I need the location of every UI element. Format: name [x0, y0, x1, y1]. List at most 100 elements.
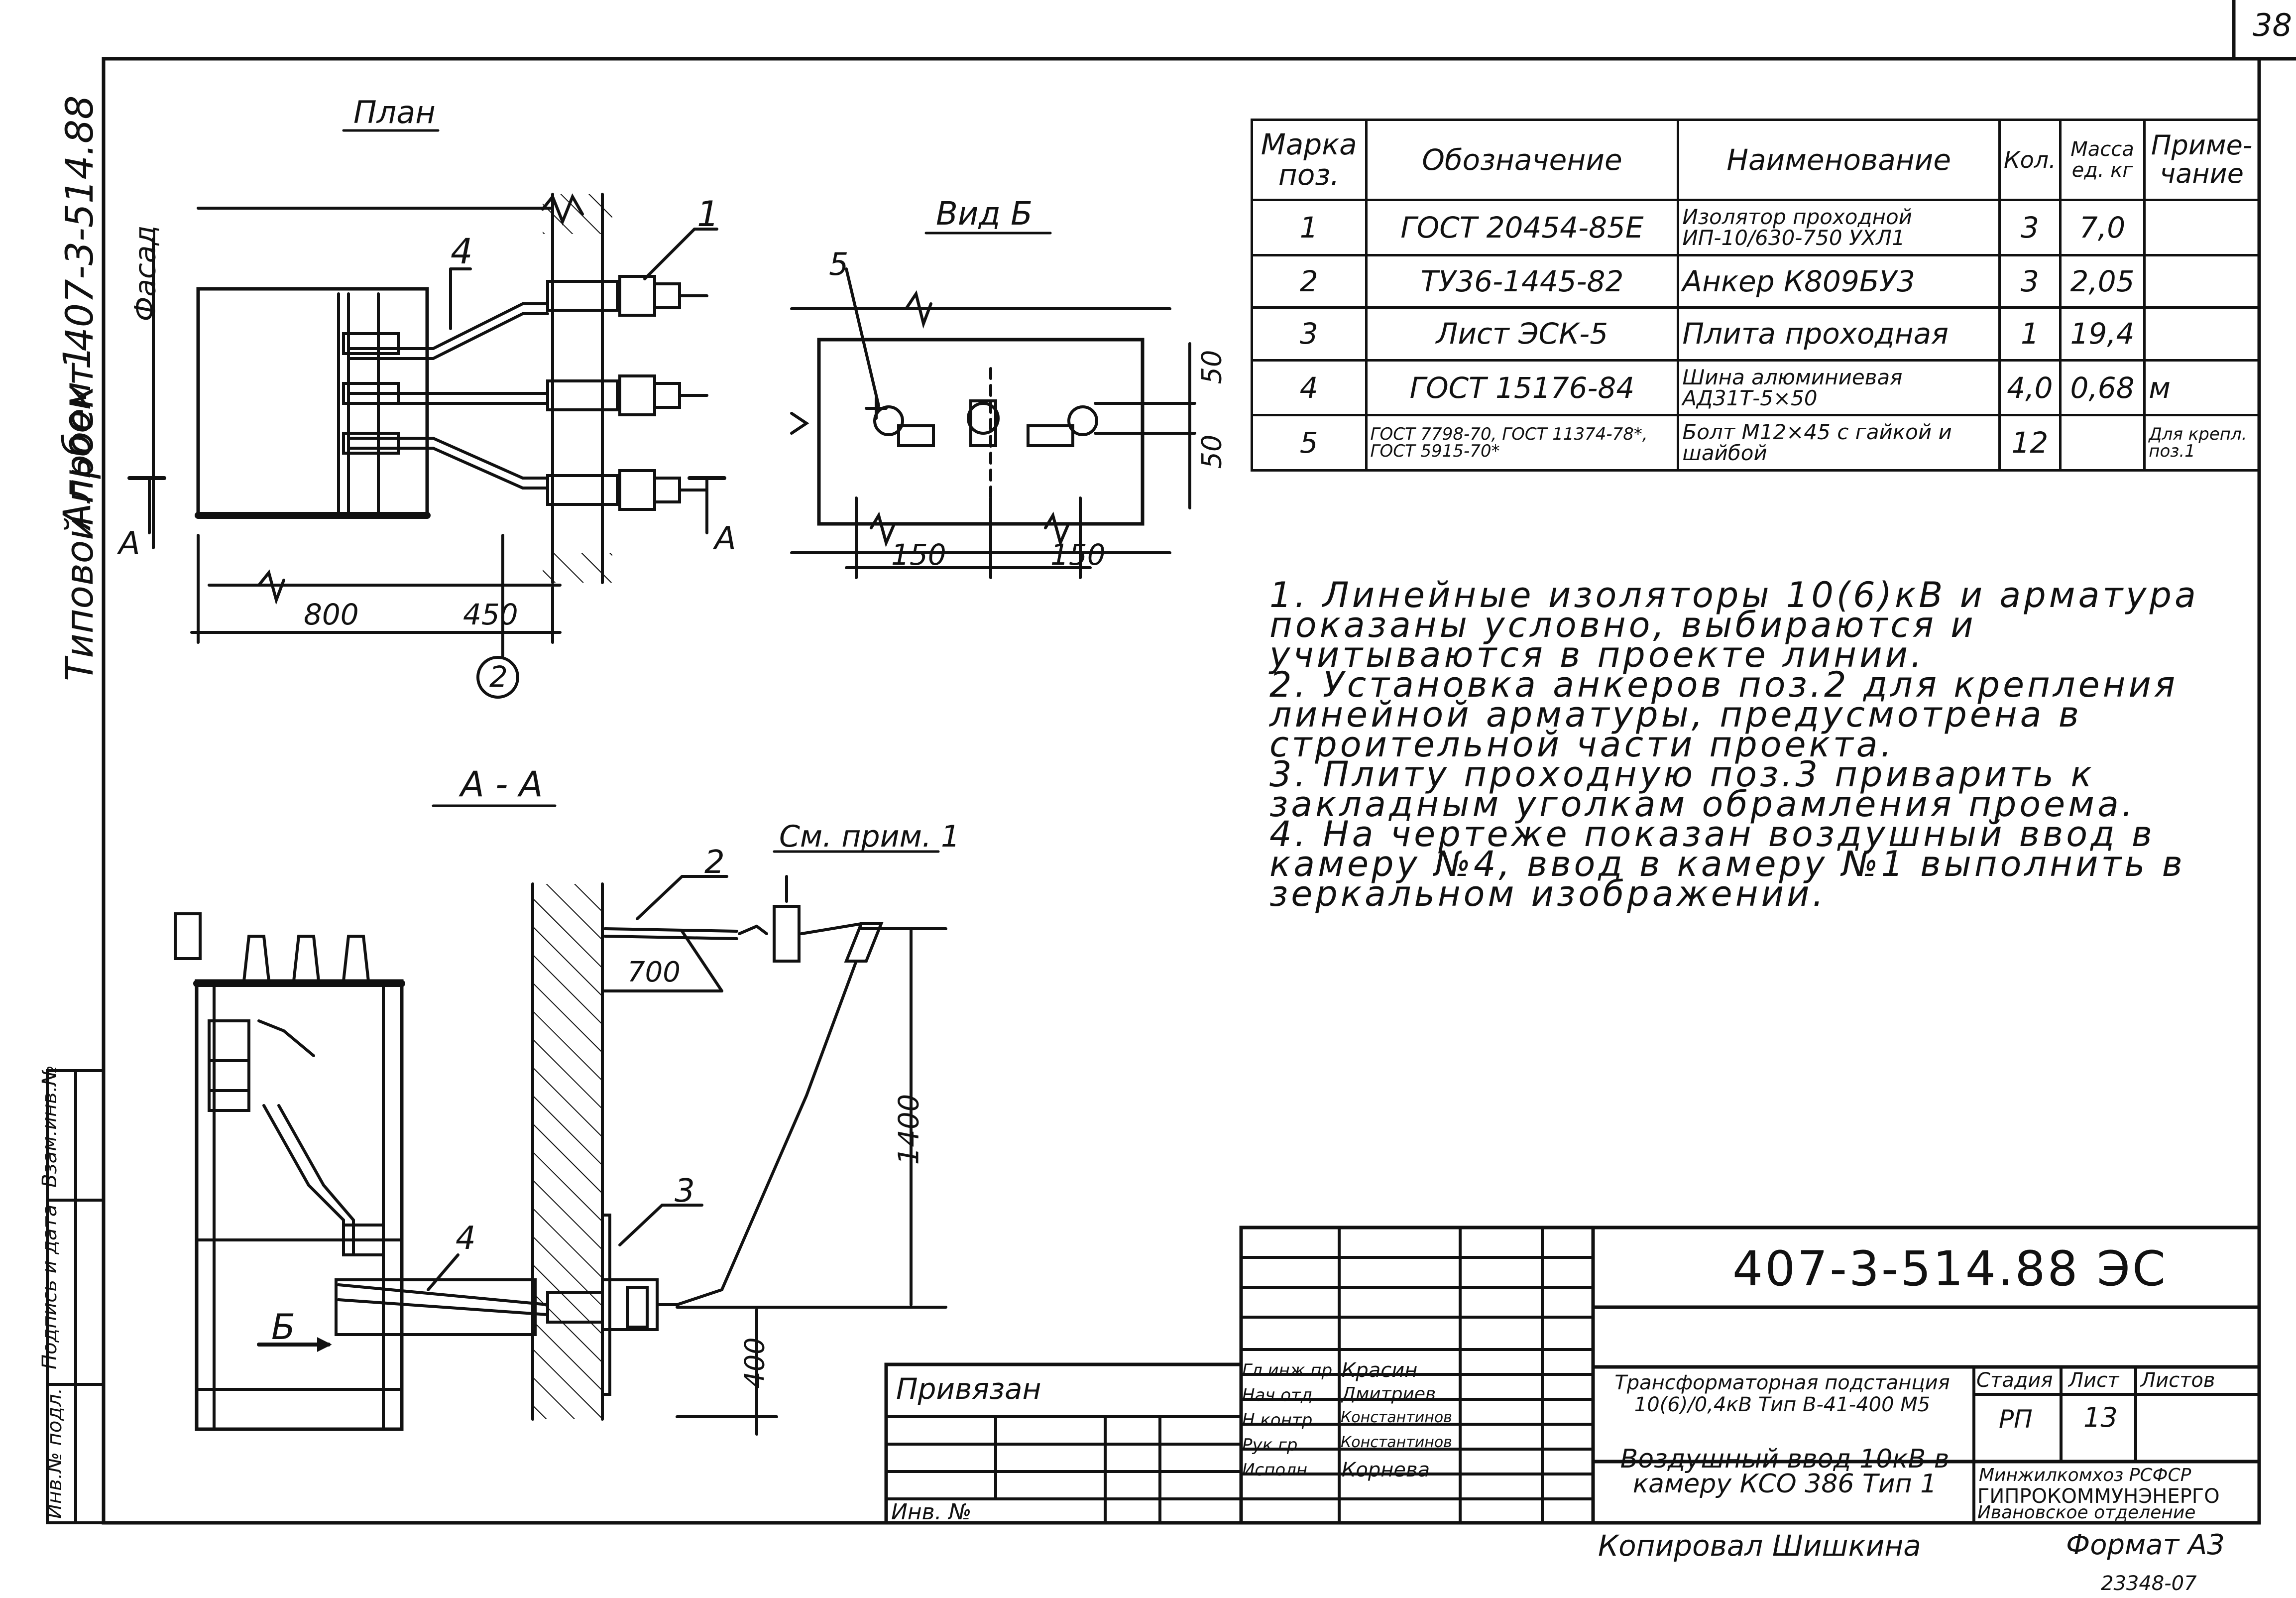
sheet-number: 38: [2253, 7, 2292, 43]
spec-header-row: Марка поз. Обозначение Наименование Кол.…: [1251, 119, 2260, 201]
spec-cell: 3: [1998, 253, 2062, 309]
spec-header-mass: Масса ед. кг: [2059, 119, 2146, 201]
note-1: 1. Линейные изоляторы 10(6)кВ и арматура…: [1269, 575, 2199, 675]
plan-pos-4: 4: [451, 231, 473, 272]
name-norm-control: Константинов: [1341, 1409, 1452, 1426]
name-executor: Корнева: [1342, 1459, 1430, 1481]
spec-cell: 1: [1998, 306, 2062, 362]
org-ministry: Минжилкомхоз РСФСР: [1979, 1465, 2191, 1485]
plan-title: План: [353, 94, 436, 130]
section-aa-view-b: Б: [271, 1307, 296, 1348]
view-b-dim-150a: 150: [891, 538, 946, 572]
view-b-dim-50a: 50: [1196, 350, 1228, 384]
spec-cell: 5: [1251, 414, 1368, 472]
section-aa-dim-400: 400: [739, 1337, 771, 1389]
spec-header-name: Наименование: [1677, 119, 2001, 201]
spec-header-qty: Кол.: [1998, 119, 2062, 201]
section-aa-dim-1400: 1400: [893, 1094, 925, 1165]
spec-cell: 12: [1998, 414, 2062, 472]
spec-cell: 7,0: [2059, 198, 2146, 256]
role-group-lead: Рук.гр.: [1242, 1435, 1303, 1455]
note-3: 3. Плиту проходную поз.3 приварить к зак…: [1269, 754, 2136, 825]
name-chief-engineer: Красин: [1342, 1359, 1418, 1382]
spec-header-mark: Марка поз.: [1251, 119, 1368, 201]
spec-cell: 2: [1251, 253, 1368, 309]
view-b-title: Вид Б: [936, 196, 1033, 233]
role-head-dept: Нач.отд.: [1242, 1385, 1318, 1405]
sheets-label: Листов: [2141, 1369, 2215, 1392]
table-row: 2 ТУ36-1445-82 Анкер К809БУ3 3 2,05: [1251, 253, 2260, 309]
plan-dim-450: 450: [463, 598, 518, 631]
spec-cell: [2059, 414, 2146, 472]
strip-inv-orig: Инв.№ подл.: [43, 1387, 66, 1519]
view-b-pos-5: 5: [829, 246, 849, 282]
table-row: 1 ГОСТ 20454-85Е Изолятор проходной ИП-1…: [1251, 198, 2260, 256]
spec-cell: 0,68: [2059, 359, 2146, 417]
spec-cell: 4: [1251, 359, 1368, 417]
spec-cell: 19,4: [2059, 306, 2146, 362]
note-4: 4. На чертеже показан воздушный ввод в к…: [1269, 814, 2185, 914]
project-name: Трансформаторная подстанция 10(6)/0,4кВ …: [1614, 1371, 1950, 1416]
plan-pos-1: 1: [697, 194, 719, 235]
section-aa-note-ref: См. прим. 1: [779, 819, 960, 854]
spec-cell: 3: [1251, 306, 1368, 362]
spec-cell: Лист ЭСК-5: [1365, 306, 1680, 362]
table-row: 3 Лист ЭСК-5 Плита проходная 1 19,4: [1251, 306, 2260, 362]
role-norm-control: Н.контр.: [1242, 1410, 1318, 1430]
plan-section-a-right: А: [714, 520, 736, 557]
doc-code: 407-3-514.88 ЭС: [1732, 1241, 2168, 1297]
copied-by: Копировал Шишкина: [1598, 1529, 1921, 1563]
spec-cell: Изолятор проходной ИП-10/630-750 УХЛ1: [1677, 198, 2001, 256]
spec-header-note: Приме-чание: [2143, 119, 2260, 201]
org-institute: ГИПРОКОММУНЭНЕРГО: [1977, 1485, 2220, 1508]
spec-cell: Шина алюминиевая АД31Т-5×50: [1677, 359, 2001, 417]
stage-label: Стадия: [1976, 1369, 2053, 1392]
view-b-dim-150b: 150: [1050, 538, 1106, 572]
org-branch: Ивановское отделение: [1977, 1502, 2196, 1523]
archive-number: 23348-07: [2101, 1572, 2197, 1595]
plan-dim-800: 800: [304, 598, 359, 631]
spec-header-designation: Обозначение: [1365, 119, 1680, 201]
sheet-label: Лист: [2068, 1369, 2119, 1392]
spec-cell: ГОСТ 7798-70, ГОСТ 11374-78*, ГОСТ 5915-…: [1365, 414, 1680, 472]
spec-cell: [2143, 253, 2260, 309]
section-aa-title: А - А: [460, 764, 543, 805]
spec-cell: Анкер К809БУ3: [1677, 253, 2001, 309]
name-group-lead: Константинов: [1341, 1434, 1452, 1451]
format-label: Формат А3: [2066, 1529, 2225, 1561]
inv-no-label: Инв. №: [891, 1499, 972, 1525]
name-head-dept: Дмитриев: [1342, 1384, 1436, 1404]
section-aa-pos-2: 2: [704, 844, 725, 881]
spec-cell: 3: [1998, 198, 2062, 256]
spec-cell: [2143, 198, 2260, 256]
stage-value: РП: [1999, 1405, 2033, 1434]
plan-pos-2: 2: [489, 660, 508, 694]
sheet-value: 13: [2083, 1402, 2118, 1433]
section-aa-pos-4: 4: [456, 1220, 476, 1257]
spec-cell: 2,05: [2059, 253, 2146, 309]
strip-signature-date: Подпись и дата: [38, 1204, 61, 1369]
spec-cell: ГОСТ 20454-85Е: [1365, 198, 1680, 256]
spec-cell: 4,0: [1998, 359, 2062, 417]
notes: 1. Линейные изоляторы 10(6)кВ и арматура…: [1269, 575, 2260, 914]
specification-table: Марка поз. Обозначение Наименование Кол.…: [1251, 119, 2260, 472]
bound-label: Привязан: [896, 1372, 1041, 1406]
spec-cell: ТУ36-1445-82: [1365, 253, 1680, 309]
role-executor: Исполн.: [1242, 1460, 1313, 1480]
spec-cell: [2143, 306, 2260, 362]
spec-cell: Болт М12×45 с гайкой и шайбой: [1677, 414, 2001, 472]
table-row: 5 ГОСТ 7798-70, ГОСТ 11374-78*, ГОСТ 591…: [1251, 414, 2260, 472]
spec-cell: м: [2143, 359, 2260, 417]
plan-section-a-left: А: [118, 525, 140, 562]
section-aa-pos-3: 3: [675, 1173, 695, 1210]
strip-replaced-inv: Взам.инв.№: [38, 1065, 61, 1188]
spec-cell: 1: [1251, 198, 1368, 256]
plan-facade: Фасад: [128, 225, 162, 322]
section-aa-dim-700: 700: [627, 956, 681, 988]
spec-cell: Для крепл. поз.1: [2143, 414, 2260, 472]
view-b-dim-50b: 50: [1196, 434, 1228, 469]
spec-cell: ГОСТ 15176-84: [1365, 359, 1680, 417]
role-chief-engineer: Гл.инж.пр.: [1242, 1360, 1338, 1380]
